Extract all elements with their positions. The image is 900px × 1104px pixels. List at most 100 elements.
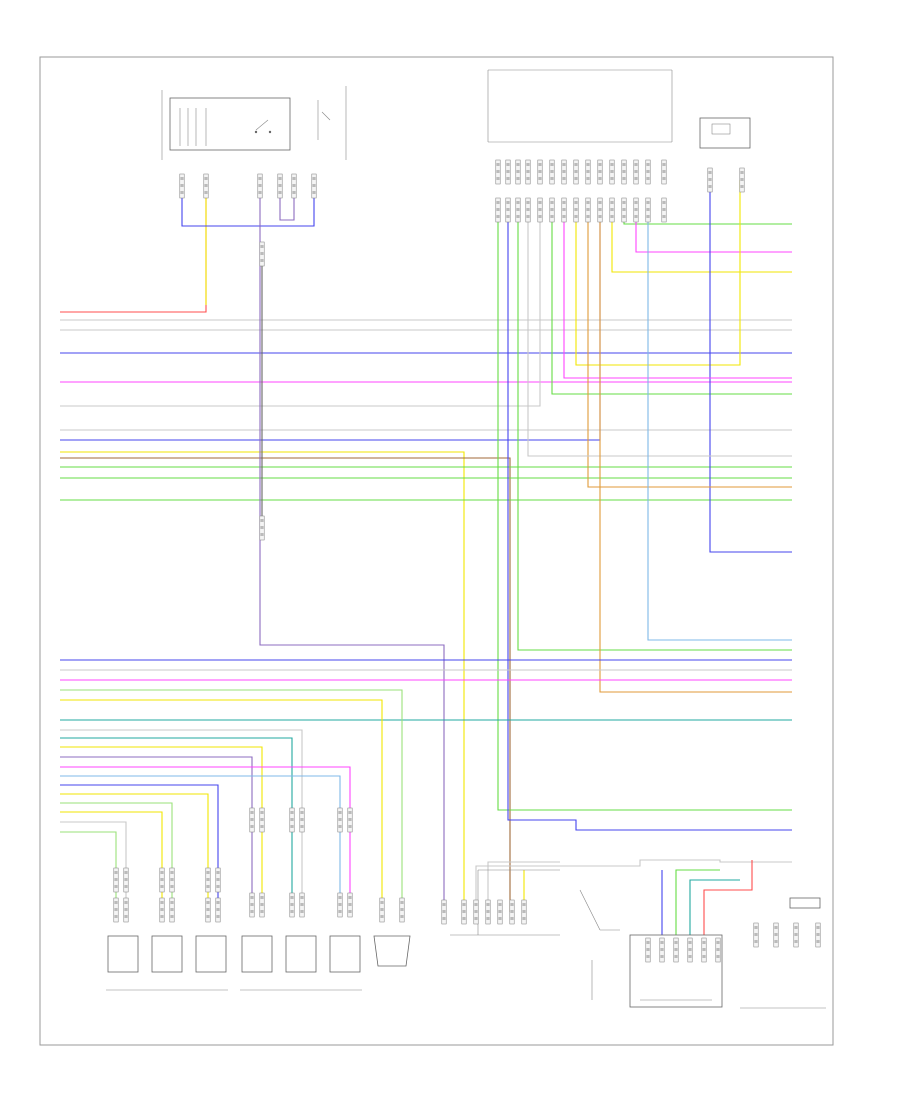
connector-pin-tick [586, 163, 590, 166]
connector-pin-tick [506, 170, 510, 173]
connector-pin-tick [114, 908, 118, 911]
wire-26 [497, 210, 792, 811]
connector-pin-tick [610, 201, 614, 204]
connector-pin-tick [496, 201, 500, 204]
connector-pin-tick [516, 201, 520, 204]
wire-22 [709, 180, 792, 553]
fuel-relay-component [317, 86, 347, 160]
connector-pin-tick [486, 903, 490, 906]
connector-pin-tick [260, 519, 264, 522]
connector-pin-tick [348, 818, 352, 821]
connector-pin-tick [634, 201, 638, 204]
connector-pins [113, 159, 821, 963]
connector-pin-tick [562, 215, 566, 218]
connector-pin-tick [598, 201, 602, 204]
connector-pin-tick [124, 871, 128, 874]
connector-pin-tick [816, 933, 820, 936]
connector-pin-tick [754, 933, 758, 936]
connector-pin-tick [674, 948, 678, 951]
connector-pin-tick [688, 941, 692, 944]
connector-pin-tick [300, 896, 304, 899]
connector-pin-tick [160, 915, 164, 918]
connector-pin-tick [662, 163, 666, 166]
wire-42 [60, 775, 341, 905]
wire-harness [60, 180, 792, 950]
connector-pin-tick [496, 163, 500, 166]
connector-pin-tick [114, 901, 118, 904]
connector-pin-tick [526, 163, 530, 166]
connector-pin-tick [574, 170, 578, 173]
connector-pin-tick [634, 163, 638, 166]
connector-pin-tick [498, 917, 502, 920]
connector-pin-tick [278, 184, 282, 187]
connector-pin-tick [510, 917, 514, 920]
connector-pin-tick [300, 811, 304, 814]
connector-pin-tick [586, 177, 590, 180]
connector-pin-tick [312, 177, 316, 180]
connector-pin-tick [300, 825, 304, 828]
connector-pin-tick [740, 178, 744, 181]
connector-pin-tick [290, 825, 294, 828]
connector-pin-tick [206, 908, 210, 911]
connector-pin-tick [526, 215, 530, 218]
connector-pin-tick [716, 948, 720, 951]
connector-pin-tick [124, 885, 128, 888]
connector-pin-tick [526, 201, 530, 204]
wire-40 [60, 756, 253, 905]
connector-pin-tick [598, 208, 602, 211]
connector-pin-tick [160, 871, 164, 874]
connector-pin-tick [550, 170, 554, 173]
connector-pin-tick [510, 910, 514, 913]
powertrain-control-module [487, 69, 673, 143]
connector-pin-tick [586, 215, 590, 218]
connector-pin-tick [622, 215, 626, 218]
wire-38 [60, 737, 293, 905]
connector-pin-tick [204, 191, 208, 194]
connector-pin-tick [634, 208, 638, 211]
connector-pin-tick [562, 170, 566, 173]
connector-pin-tick [562, 177, 566, 180]
connector-pin-tick [506, 177, 510, 180]
connector-pin-tick [442, 917, 446, 920]
connector-pin-tick [300, 903, 304, 906]
connector-pin-tick [114, 915, 118, 918]
connector-pin-tick [662, 201, 666, 204]
connector-pin-tick [250, 903, 254, 906]
connector-pin-tick [688, 955, 692, 958]
wire-6 [60, 210, 541, 407]
connector-pin-tick [400, 908, 404, 911]
connector-pin-tick [496, 170, 500, 173]
connector-pin-tick [516, 177, 520, 180]
wire-37 [60, 729, 303, 905]
connector-pin-tick [250, 811, 254, 814]
wire-50 [675, 869, 720, 950]
connector-pin-tick [598, 177, 602, 180]
connector-pin-tick [348, 910, 352, 913]
connector-pin-tick [598, 170, 602, 173]
wire-9 [60, 451, 465, 912]
connector-pin-tick [216, 878, 220, 881]
connector-pin-tick [598, 163, 602, 166]
connector-pin-tick [646, 163, 650, 166]
connector-pin-tick [380, 908, 384, 911]
wire-41 [60, 766, 351, 905]
connector-pin-tick [124, 901, 128, 904]
connector-pin-tick [740, 171, 744, 174]
diagram-frame [39, 56, 834, 1046]
connector-pin-tick [660, 955, 664, 958]
connector-pin-tick [622, 201, 626, 204]
connector-pin-tick [348, 896, 352, 899]
connector-pin-tick [292, 177, 296, 180]
wire-24 [563, 210, 792, 379]
connector-pin-tick [290, 818, 294, 821]
wire-15 [259, 186, 445, 912]
connector-pin-tick [526, 208, 530, 211]
connector-pin-tick [622, 170, 626, 173]
connector-pin-tick [338, 818, 342, 821]
connector-pin-tick [250, 896, 254, 899]
wire-52 [703, 860, 753, 950]
connector-pin-tick [550, 177, 554, 180]
connector-pin-tick [216, 885, 220, 888]
connector-pin-tick [496, 215, 500, 218]
